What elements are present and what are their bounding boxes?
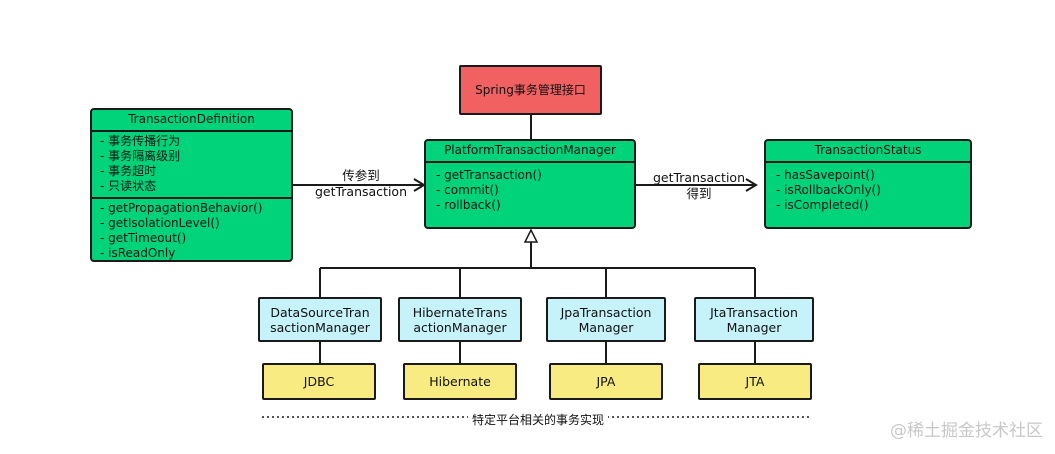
property-item: - 事务超时 — [100, 164, 157, 178]
method-item: - getIsolationLevel() — [100, 216, 220, 230]
platform-manager-title: PlatformTransactionManager — [426, 141, 634, 163]
definition-to-manager-label: 传参到 getTransaction — [306, 168, 416, 200]
impl-manager-line: JpaTransaction — [560, 304, 652, 320]
transaction-definition-title: TransactionDefinition — [92, 110, 291, 132]
method-item: - rollback() — [436, 198, 501, 212]
method-item: - getTimeout() — [100, 231, 187, 245]
property-item: - 事务传播行为 — [100, 134, 181, 148]
jpa-box: JPA — [549, 363, 663, 400]
impl-manager-line: DataSourceTran — [270, 304, 370, 320]
jpa-manager-box: JpaTransaction Manager — [546, 297, 666, 342]
impl-manager-line: sactionManager — [270, 319, 370, 335]
edge-label-line: getTransaction — [314, 184, 408, 199]
impl-manager-line: HibernateTrans — [412, 304, 508, 320]
transaction-definition-box: TransactionDefinition - 事务传播行为 - 事务隔离级别 … — [90, 108, 293, 262]
impl-manager-line: Manager — [726, 319, 782, 335]
spring-interface-box: Spring事务管理接口 — [459, 65, 602, 115]
tech-label: Hibernate — [429, 374, 491, 389]
edge-label-line: 得到 — [686, 186, 712, 201]
impl-manager-line: JtaTransaction — [710, 304, 798, 320]
method-item: - isCompleted() — [776, 198, 869, 212]
jdbc-box: JDBC — [262, 363, 376, 400]
platform-caption: 特定平台相关的事务实现 — [468, 411, 609, 428]
edge-label-line: 传参到 — [342, 168, 380, 183]
method-item: - getPropagationBehavior() — [100, 201, 263, 215]
hibernate-manager-box: HibernateTrans actionManager — [398, 297, 522, 342]
method-item: - hasSavepoint() — [776, 168, 875, 182]
transaction-status-methods: - hasSavepoint() - isRollbackOnly() - is… — [766, 163, 970, 216]
inheritance-triangle — [523, 228, 539, 243]
tech-label: JPA — [596, 374, 616, 389]
transaction-definition-methods: - getPropagationBehavior() - getIsolatio… — [92, 199, 291, 264]
impl-manager-line: Manager — [578, 319, 634, 335]
watermark: @稀土掘金技术社区 — [890, 421, 1043, 441]
transaction-definition-properties: - 事务传播行为 - 事务隔离级别 - 事务超时 - 只读状态 — [92, 132, 291, 199]
spring-interface-label: Spring事务管理接口 — [475, 82, 586, 97]
transaction-status-box: TransactionStatus - hasSavepoint() - isR… — [764, 139, 972, 229]
method-item: - getTransaction() — [436, 168, 542, 182]
hibernate-box: Hibernate — [403, 363, 517, 400]
tech-label: JTA — [745, 374, 765, 389]
property-item: - 只读状态 — [100, 179, 157, 193]
impl-manager-line: actionManager — [413, 319, 507, 335]
method-item: - isReadOnly — [100, 246, 176, 260]
platform-manager-box: PlatformTransactionManager - getTransact… — [424, 139, 636, 229]
edge-label-line: getTransaction — [652, 170, 746, 185]
method-item: - isRollbackOnly() — [776, 183, 881, 197]
property-item: - 事务隔离级别 — [100, 149, 181, 163]
method-item: - commit() — [436, 183, 499, 197]
jta-box: JTA — [698, 363, 812, 400]
jta-manager-box: JtaTransaction Manager — [694, 297, 814, 342]
platform-manager-methods: - getTransaction() - commit() - rollback… — [426, 163, 634, 216]
transaction-status-title: TransactionStatus — [766, 141, 970, 163]
datasource-manager-box: DataSourceTran sactionManager — [258, 297, 382, 342]
manager-to-status-label: getTransaction 得到 — [644, 170, 754, 202]
tech-label: JDBC — [303, 374, 335, 389]
status-arrowhead — [745, 178, 758, 192]
